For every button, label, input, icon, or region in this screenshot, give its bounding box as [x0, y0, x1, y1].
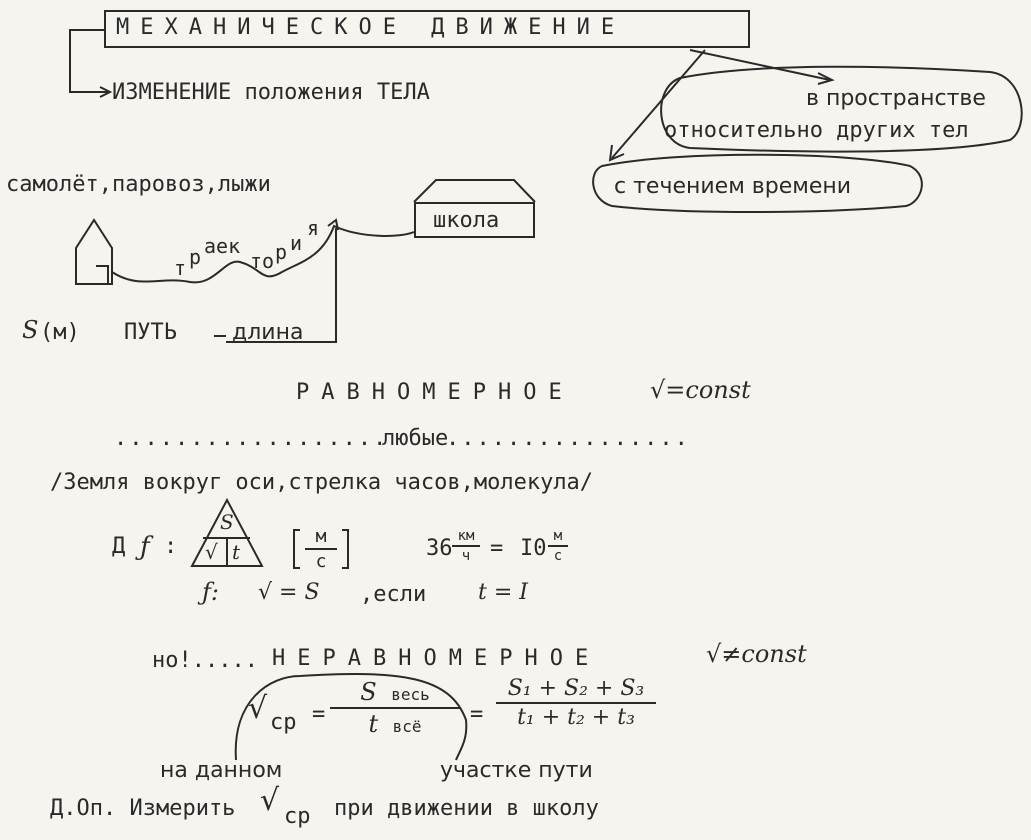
nonuniform-formula: √≠const: [706, 640, 807, 668]
df-colon: :: [164, 534, 178, 559]
bubble-space-text: в пространстве: [806, 86, 986, 111]
trajectory-letter: и: [290, 231, 303, 255]
homework-cp: ср: [284, 804, 311, 829]
conv-right: I0: [520, 536, 547, 561]
uniform-title: РАВНОМЕРНОЕ: [296, 380, 574, 405]
bubble-time: [592, 153, 923, 213]
tri-left: √: [205, 540, 218, 564]
bubble-time-text: с течением времени: [614, 174, 852, 199]
uniform-formula: √=const: [650, 376, 751, 404]
sum-num: S₁ + S₂ + S₃: [507, 676, 645, 701]
conv-left-den: ч: [461, 548, 471, 564]
arrowhead-time: [608, 144, 625, 162]
trajectory-arrowhead: [327, 218, 339, 231]
tri-right: t: [232, 540, 241, 564]
avg-eq1: =: [312, 702, 326, 727]
on-given-text: на данном: [160, 758, 283, 783]
conv-right-num: м: [553, 528, 563, 544]
trajectory-line: [111, 224, 415, 284]
total-s: S: [360, 678, 377, 706]
conv-left-num: км: [457, 528, 475, 544]
f-line: ƒ:: [202, 578, 219, 606]
arrow-to-time: [611, 49, 706, 159]
page-title: МЕХАНИЧЕСКОЕ ДВИЖЕНИЕ: [116, 15, 626, 40]
v-eq-s: √ = S: [258, 580, 320, 605]
trajectory-letter: т: [174, 256, 187, 280]
trajectory-letter: я: [307, 216, 320, 240]
average-arc: [234, 673, 468, 761]
school-box: [414, 202, 535, 238]
uniform-examples: /Земля вокруг оси,стрелка часов,молекула…: [50, 470, 594, 495]
arrowhead-space: [817, 72, 835, 85]
sum-den: t₁ + t₂ + t₃: [517, 705, 635, 730]
conv-left: 36: [426, 536, 453, 561]
conv-right-fraction: м с: [548, 528, 568, 564]
if-word: ,если: [360, 582, 427, 607]
path-length: длина: [232, 320, 304, 345]
homework-v: √: [260, 783, 280, 818]
formula-triangle: [190, 497, 264, 567]
homework-prefix: Д.Оп. Измерить: [50, 796, 236, 821]
unit-fraction: м с: [305, 526, 337, 572]
avg-eq2: =: [470, 702, 484, 727]
path-bracket: [214, 228, 337, 343]
f-symbol: ƒ: [140, 532, 150, 562]
nonuniform-title: НЕРАВНОМЕРНОЕ: [272, 646, 601, 671]
total-t: t: [368, 710, 379, 738]
dots-left: ..................: [114, 426, 389, 451]
conv-equals: =: [490, 536, 504, 561]
definition-arrowhead: [99, 86, 113, 98]
bubble-space-relative: [660, 65, 1023, 153]
t-eq: t = I: [478, 580, 528, 605]
trajectory-letter: аек: [204, 234, 241, 258]
nonuniform-prefix: но!.....: [152, 648, 258, 673]
trajectory-letter: р: [275, 240, 288, 264]
df-label: Д: [112, 534, 126, 559]
sum-fraction: S₁ + S₂ + S₃ t₁ + t₂ + t₃: [496, 676, 656, 730]
total-num: S весь: [330, 678, 460, 706]
total-ves: весь: [391, 685, 430, 704]
any-word: любые: [382, 426, 449, 451]
homework-suffix: при движении в школу: [334, 796, 599, 821]
school-roof: [413, 179, 536, 203]
unit-num: м: [315, 526, 327, 547]
unit-den: с: [315, 551, 327, 572]
conv-left-fraction: км ч: [452, 528, 480, 564]
trajectory-letter: р: [189, 245, 202, 269]
path-part-text: участке пути: [440, 758, 593, 783]
avg-cp: ср: [270, 710, 297, 735]
trajectory-letter: то: [250, 249, 275, 273]
total-fraction: S весь t всё: [330, 678, 460, 738]
tri-top: S: [220, 510, 234, 534]
avg-v-symbol: √: [248, 691, 268, 726]
house-drawing: [75, 218, 113, 285]
path-symbol: S: [22, 316, 39, 344]
total-vse: всё: [392, 717, 422, 736]
definition-bracket: [69, 29, 108, 93]
conv-right-den: с: [553, 548, 563, 564]
arrow-to-space: [689, 49, 831, 81]
examples-objects: самолёт,паровоз,лыжи: [6, 172, 271, 197]
school-label: школа: [433, 208, 500, 233]
dots-right: ................: [446, 426, 690, 451]
path-unit: (м): [40, 320, 80, 345]
title-box: [104, 10, 750, 48]
unit-brackets: [293, 529, 349, 569]
definition-text: ИЗМЕНЕНИЕ положения ТЕЛА: [112, 80, 430, 105]
path-word: ПУТЬ: [124, 320, 177, 345]
bubble-relative-text: относительно других тел: [664, 118, 969, 143]
total-den: t всё: [330, 710, 460, 738]
